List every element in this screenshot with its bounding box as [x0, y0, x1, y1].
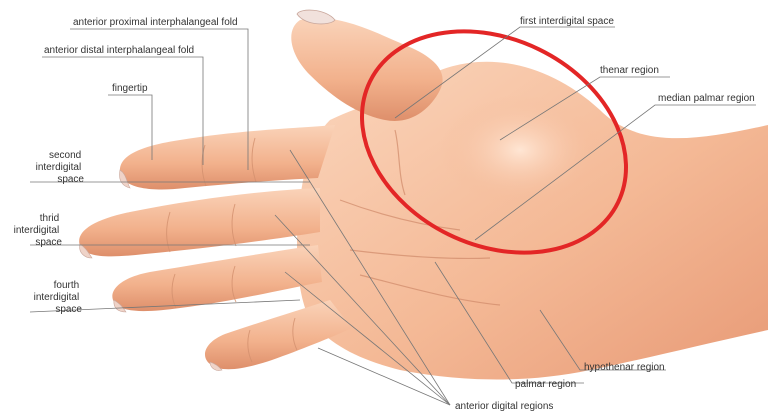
thumb-shape — [291, 18, 442, 121]
label-hypothenar-region: hypothenar region — [584, 362, 665, 373]
label-fourth-interdigital-space: fourth interdigital space — [34, 280, 83, 315]
middle-finger — [79, 188, 320, 256]
label-second-interdigital-space: second interdigital space — [36, 150, 85, 185]
label-median-palmar-region: median palmar region — [658, 93, 755, 104]
label-first-interdigital-space: first interdigital space — [520, 16, 614, 27]
label-palmar-region: palmar region — [515, 379, 576, 390]
little-finger — [205, 300, 352, 369]
hand-illustration — [79, 10, 768, 379]
label-anterior-proximal-interphalangeal-fold: anterior proximal interphalangeal fold — [73, 17, 238, 28]
thenar-glow — [440, 95, 600, 205]
label-anterior-digital-regions: anterior digital regions — [455, 401, 553, 412]
label-third-interdigital-space: thrid interdigital space — [14, 213, 63, 248]
label-anterior-distal-interphalangeal-fold: anterior distal interphalangeal fold — [44, 45, 194, 56]
label-thenar-region: thenar region — [600, 65, 659, 76]
ring-finger — [112, 245, 322, 311]
label-fingertip: fingertip — [112, 83, 148, 94]
